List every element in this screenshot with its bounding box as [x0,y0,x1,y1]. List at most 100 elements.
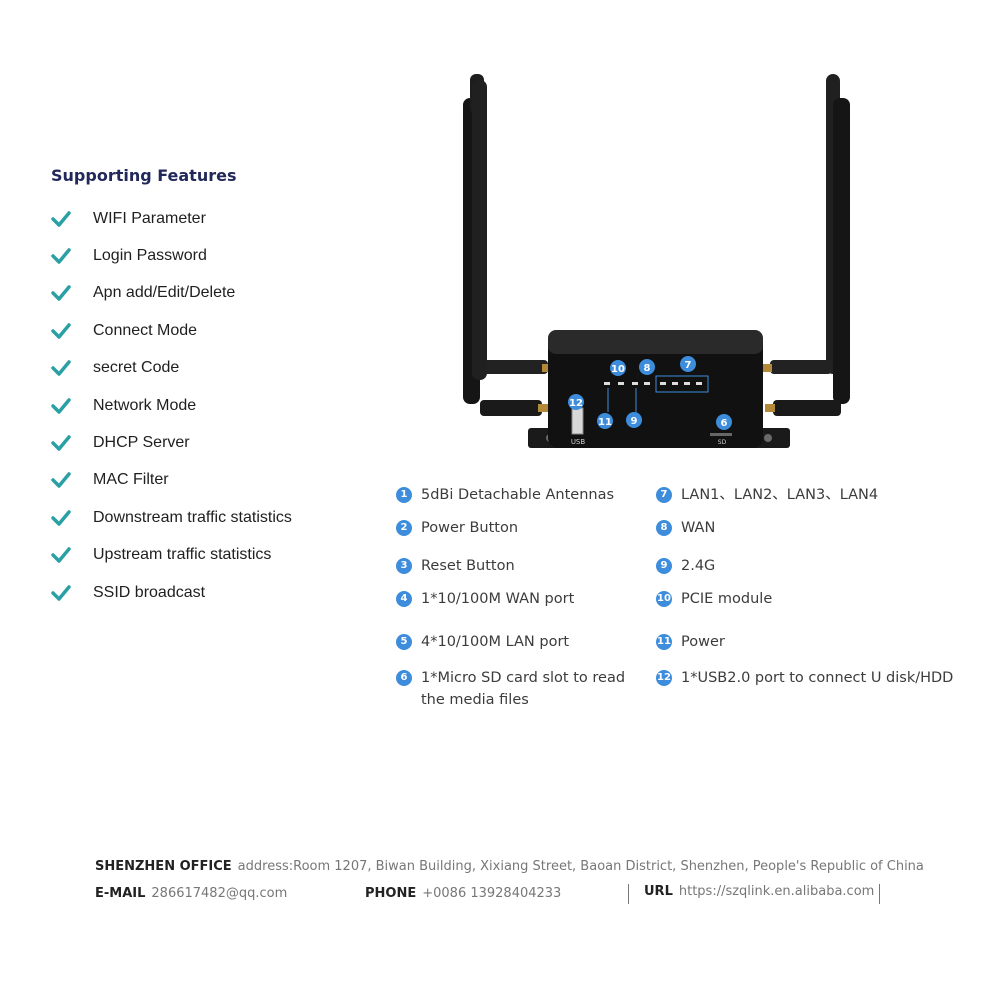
antenna [472,80,548,416]
callout-item: 1 5dBi Detachable Antennas [396,484,614,506]
office-line: SHENZHEN OFFICE address:Room 1207, Biwan … [95,859,924,874]
usb-port [571,407,584,435]
marker-8: 8 [639,359,655,375]
router-illustration: USB SD 10 8 7 12 11 9 6 [440,60,870,465]
number-badge: 6 [396,670,412,686]
callout-item: 12 1*USB2.0 port to connect U disk/HDD [656,667,953,689]
feature-label: Apn add/Edit/Delete [93,284,236,302]
callout-item: 10 PCIE module [656,588,772,610]
feature-label: WIFI Parameter [93,209,206,227]
number-badge: 1 [396,487,412,503]
url-key: URL [644,884,673,899]
feature-item: Login Password [50,237,292,274]
callout-item: 8 WAN [656,517,715,539]
callout-label: 4*10/100M LAN port [421,634,570,650]
check-icon [51,285,71,302]
marker-6: 6 [716,414,732,430]
number-badge: 9 [656,558,672,574]
url-value[interactable]: https://szqlink.en.alibaba.com [678,884,875,899]
check-icon [51,210,71,227]
svg-text:11: 11 [598,417,612,428]
feature-label: MAC Filter [93,471,169,489]
callout-item: 11 Power [656,631,725,653]
office-key: SHENZHEN OFFICE [95,859,232,874]
feature-list: WIFI Parameter Login Password Apn add/Ed… [50,200,292,611]
svg-text:10: 10 [611,364,625,375]
check-icon [51,510,71,526]
callout-label: Power [681,634,725,650]
marker-12: 12 [568,394,584,410]
svg-text:8: 8 [644,363,651,374]
marker-11: 11 [597,413,613,429]
number-badge: 11 [656,634,672,650]
phone-line: PHONE +0086 13928404233 [365,886,561,901]
number-badge: 10 [656,591,672,607]
footer-divider [628,884,629,904]
led-indicators [604,375,709,412]
marker-9: 9 [626,412,642,428]
sd-slot [710,433,732,436]
feature-label: secret Code [93,359,180,377]
callout-label: 5dBi Detachable Antennas [421,487,615,503]
email-value[interactable]: 286617482@qq.com [151,886,288,901]
office-address: address:Room 1207, Biwan Building, Xixia… [237,859,924,874]
feature-label: Upstream traffic statistics [93,546,272,564]
feature-item: Network Mode [50,387,292,424]
svg-text:6: 6 [721,418,728,429]
feature-item: MAC Filter [50,462,292,499]
feature-item: Connect Mode [50,312,292,349]
svg-text:12: 12 [569,398,583,409]
callout-item: 6 1*Micro SD card slot to read the media … [396,667,626,711]
check-icon [51,584,71,601]
callout-label: Power Button [421,520,519,536]
feature-label: Login Password [93,247,207,265]
number-badge: 4 [396,591,412,607]
check-icon [51,397,71,414]
phone-key: PHONE [365,886,417,901]
feature-label: Connect Mode [93,321,198,339]
feature-item: DHCP Server [50,424,292,461]
number-badge: 3 [396,558,412,574]
marker-10: 10 [610,360,626,376]
feature-label: DHCP Server [93,434,190,452]
callout-item: 3 Reset Button [396,555,515,577]
callout-label: Reset Button [421,558,515,574]
footer-contact: SHENZHEN OFFICE address:Room 1207, Biwan … [95,856,955,916]
feature-item: Apn add/Edit/Delete [50,275,292,312]
callout-label: WAN [681,520,716,536]
callout-label: 1*Micro SD card slot to read the media f… [421,670,626,708]
feature-label: Downstream traffic statistics [93,508,292,526]
feature-item: WIFI Parameter [50,200,292,237]
feature-item: Downstream traffic statistics [50,499,292,536]
feature-item: SSID broadcast [50,574,292,611]
svg-text:9: 9 [631,416,638,427]
number-badge: 7 [656,487,672,503]
url-line: URL https://szqlink.en.alibaba.com [644,884,874,899]
check-icon [51,360,71,376]
number-badge: 12 [656,670,672,686]
check-icon [51,472,71,489]
footer-divider [879,884,880,904]
number-badge: 8 [656,520,672,536]
callout-item: 9 2.4G [656,555,715,577]
callout-item: 4 1*10/100M WAN port [396,588,574,610]
number-badge: 2 [396,520,412,536]
features-title: Supporting Features [51,166,237,185]
marker-7: 7 [680,356,696,372]
feature-label: SSID broadcast [93,583,206,601]
feature-item: Upstream traffic statistics [50,537,292,574]
phone-value[interactable]: +0086 13928404233 [422,886,562,901]
usb-port-label: USB [571,438,586,446]
check-icon [51,547,71,563]
check-icon [51,323,71,339]
email-key: E-MAIL [95,886,146,901]
callout-label: PCIE module [681,591,773,607]
callout-label: 1*USB2.0 port to connect U disk/HDD [681,670,954,686]
sd-slot-label: SD [718,439,727,446]
callout-label: 2.4G [681,558,716,574]
number-badge: 5 [396,634,412,650]
check-icon [51,248,71,264]
callout-label: 1*10/100M WAN port [421,591,575,607]
callout-item: 5 4*10/100M LAN port [396,631,569,653]
